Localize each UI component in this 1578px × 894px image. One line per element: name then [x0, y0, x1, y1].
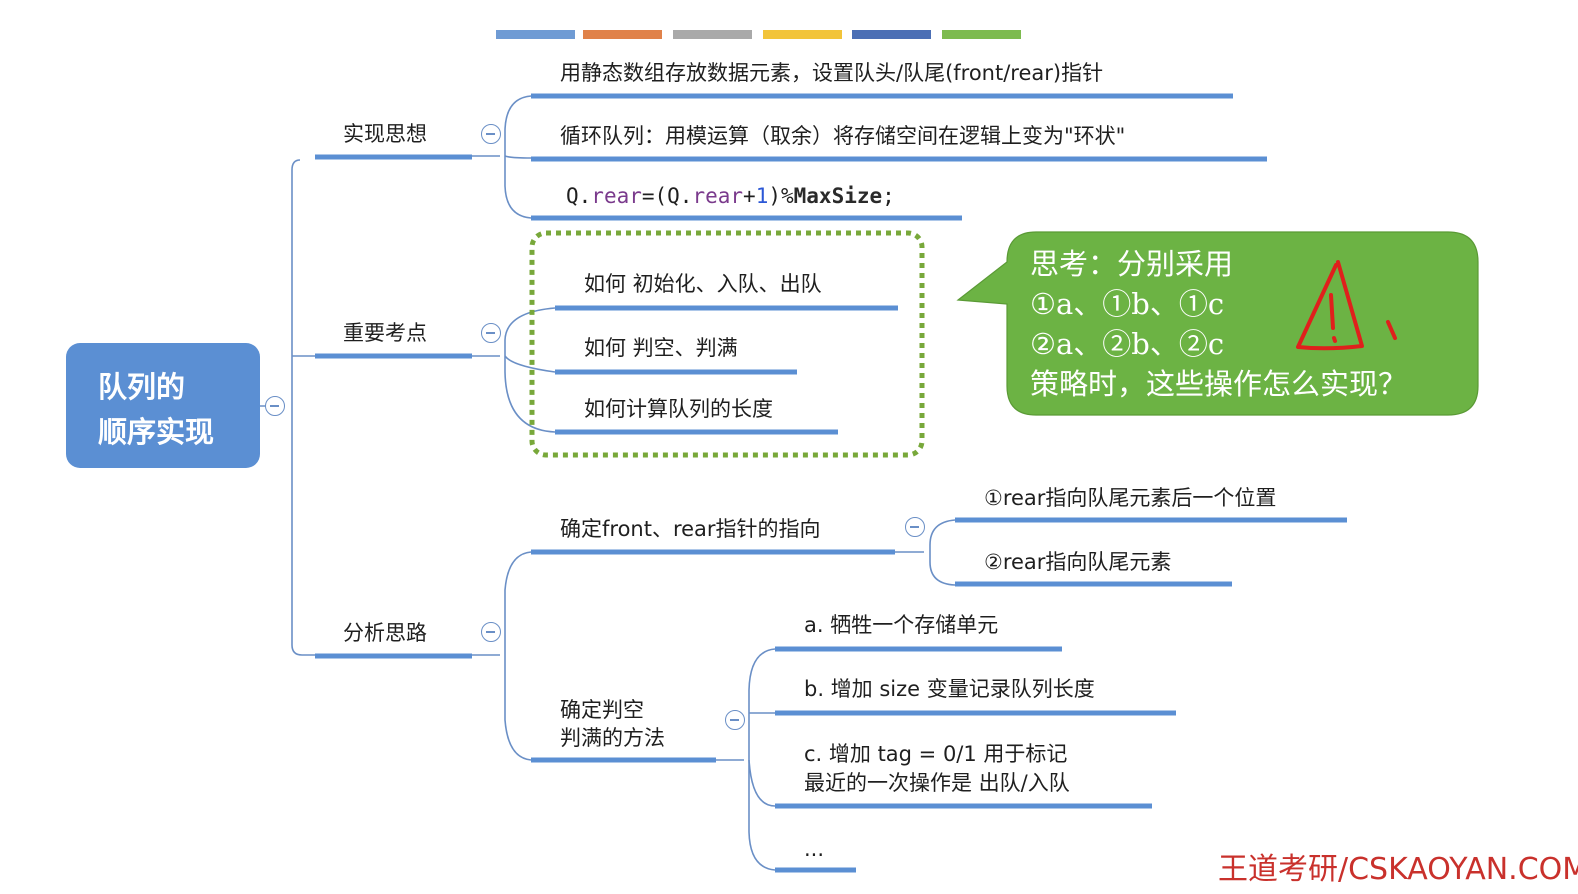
- pointer-option-1[interactable]: ①rear指向队尾元素后一个位置: [984, 486, 1277, 510]
- code-part: =(Q.: [641, 184, 693, 208]
- strip-orange: [583, 30, 662, 39]
- method-b[interactable]: b. 增加 size 变量记录队列长度: [804, 677, 1095, 701]
- code-part: MaxSize: [793, 184, 883, 208]
- empty-full-collapse-icon[interactable]: [725, 710, 745, 730]
- bubble-line-1: 思考：分别采用: [1030, 247, 1234, 281]
- pointer-direction-collapse-icon[interactable]: [905, 517, 925, 537]
- strip-blue: [496, 30, 575, 39]
- branch-key-points-label[interactable]: 重要考点: [343, 321, 427, 345]
- root-node[interactable]: 队列的 顺序实现: [66, 343, 260, 468]
- branch-analysis-label[interactable]: 分析思路: [343, 621, 427, 645]
- code-part: Q.: [566, 184, 592, 208]
- empty-full-label-line-2: 判满的方法: [560, 726, 665, 750]
- idea-item-array[interactable]: 用静态数组存放数据元素，设置队头/队尾(front/rear)指针: [560, 61, 1104, 85]
- empty-full-label-line-1: 确定判空: [560, 698, 644, 722]
- method-a[interactable]: a. 牺牲一个存储单元: [804, 613, 999, 637]
- watermark: 王道考研/CSKAOYAN.COM: [1218, 852, 1578, 887]
- method-c-line-1: c. 增加 tag = 0/1 用于标记: [804, 742, 1068, 766]
- method-c[interactable]: c. 增加 tag = 0/1 用于标记 最近的一次操作是 出队/入队: [804, 740, 1070, 798]
- warning-icon: [1296, 260, 1397, 351]
- thought-bubble-shape: [956, 231, 1479, 416]
- code-part: )%: [768, 184, 794, 208]
- strip-gray: [673, 30, 752, 39]
- key-point-empty-full[interactable]: 如何 判空、判满: [584, 336, 738, 360]
- method-more[interactable]: ...: [804, 837, 825, 861]
- strip-navy: [852, 30, 931, 39]
- code-part: rear: [591, 184, 642, 208]
- branch-idea-collapse-icon[interactable]: [481, 124, 501, 144]
- key-point-init[interactable]: 如何 初始化、入队、出队: [584, 272, 822, 296]
- strip-yellow: [763, 30, 842, 39]
- pointer-option-2[interactable]: ②rear指向队尾元素: [984, 550, 1172, 574]
- root-line-2: 顺序实现: [98, 415, 215, 449]
- branch-idea-label[interactable]: 实现思想: [343, 122, 427, 146]
- code-part: 1: [755, 184, 769, 208]
- method-c-line-2: 最近的一次操作是 出队/入队: [804, 771, 1070, 795]
- idea-item-circular[interactable]: 循环队列：用模运算（取余）将存储空间在逻辑上变为"环状": [560, 124, 1126, 148]
- bubble-line-3: ②a、②b、②c: [1030, 327, 1225, 361]
- idea-item-code[interactable]: Q.rear=(Q.rear+1)%MaxSize;: [566, 183, 895, 209]
- pointer-direction-label[interactable]: 确定front、rear指针的指向: [560, 517, 821, 541]
- branch-analysis-collapse-icon[interactable]: [481, 622, 501, 642]
- root-line-1: 队列的: [98, 370, 186, 404]
- key-points-highlight-box: [529, 230, 925, 458]
- thought-bubble-text: 思考：分别采用 ①a、①b、①c ②a、②b、②c 策略时，这些操作怎么实现？: [1030, 244, 1407, 404]
- code-part: ;: [882, 184, 895, 208]
- branch-key-points-collapse-icon[interactable]: [481, 323, 501, 343]
- bubble-line-4: 策略时，这些操作怎么实现？: [1030, 367, 1408, 401]
- key-point-length[interactable]: 如何计算队列的长度: [584, 397, 773, 421]
- code-part: rear: [692, 184, 744, 208]
- empty-full-method-label[interactable]: 确定判空 判满的方法: [560, 696, 665, 752]
- strip-green: [942, 30, 1021, 39]
- code-part: +: [743, 184, 756, 208]
- bubble-line-2: ①a、①b、①c: [1030, 287, 1225, 321]
- root-collapse-icon[interactable]: [265, 396, 285, 416]
